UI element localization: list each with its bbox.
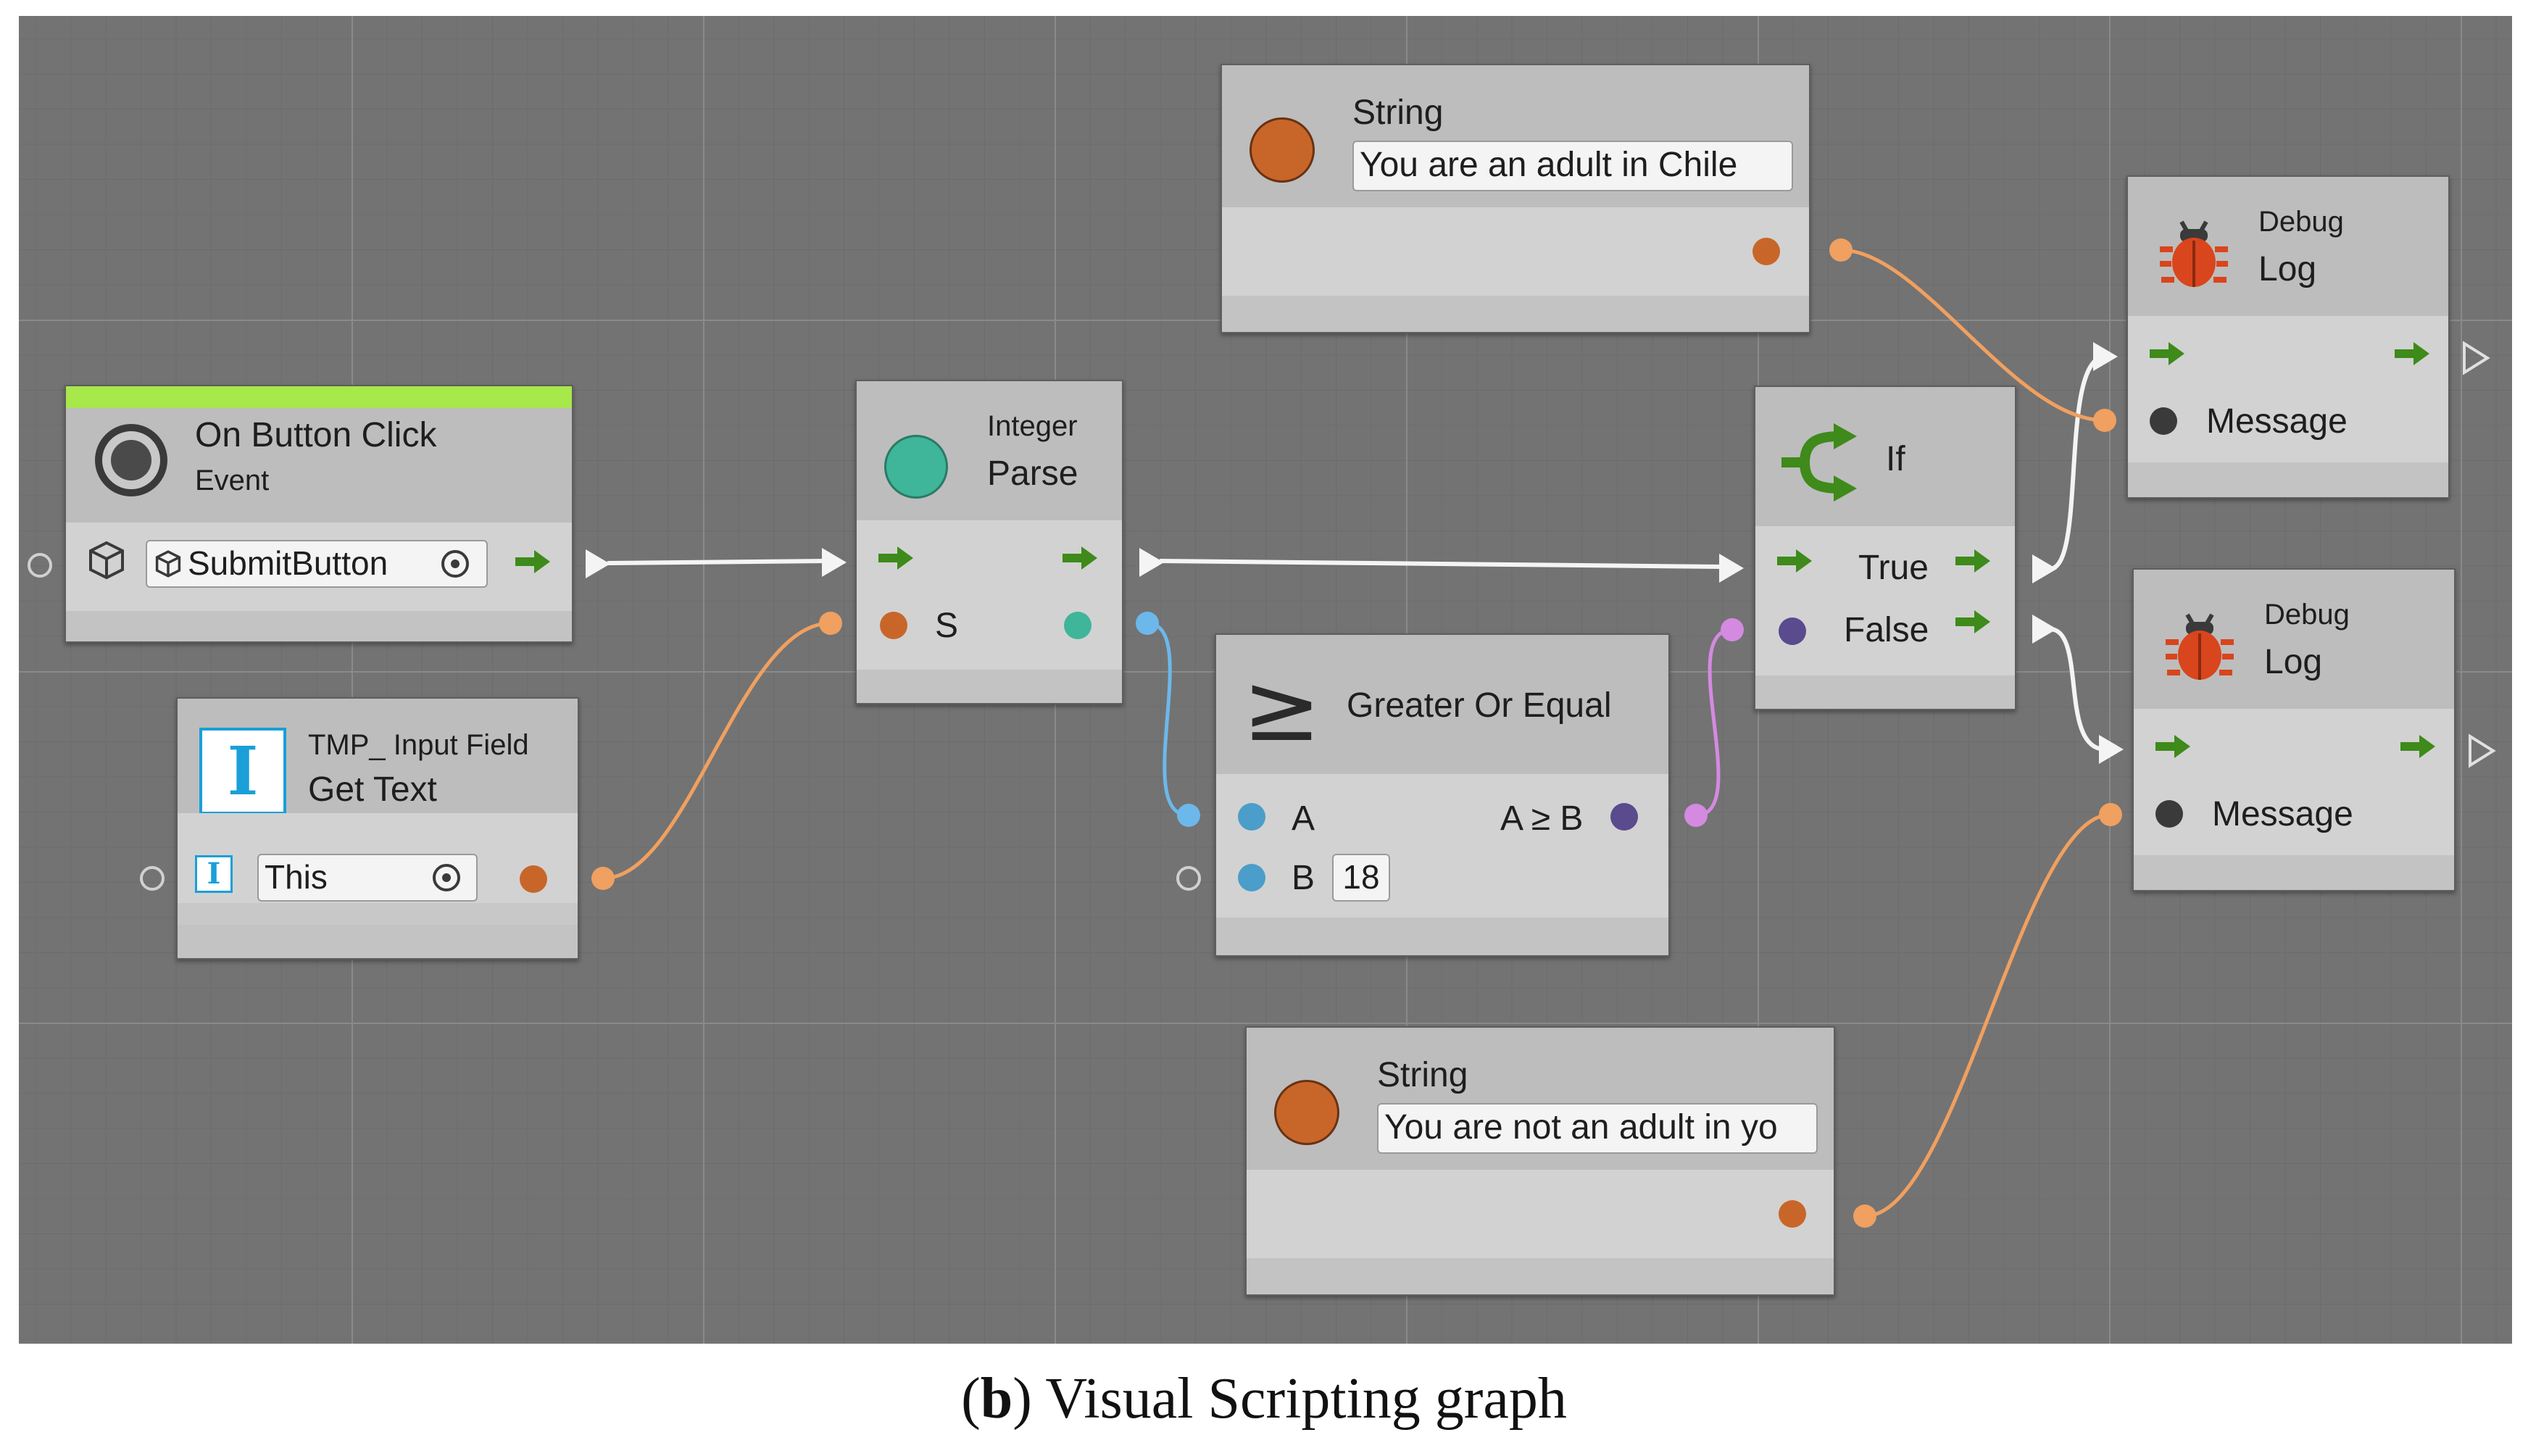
small-cube-icon: [153, 549, 183, 579]
string-value-field[interactable]: You are not an adult in yo: [1377, 1103, 1818, 1154]
bug-icon: [2154, 212, 2234, 291]
object-picker-icon[interactable]: [441, 550, 469, 578]
output-label: A ≥ B: [1500, 799, 1584, 838]
flow-output-arrow-icon[interactable]: [2398, 733, 2438, 760]
message-label: Message: [2212, 795, 2353, 833]
string-type-icon: [1274, 1080, 1339, 1145]
node-title: Parse: [987, 454, 1078, 493]
integer-type-icon: [884, 435, 948, 499]
node-title: Log: [2264, 643, 2323, 681]
debug-log-node-bottom[interactable]: Debug Log Message: [2132, 568, 2456, 891]
debug-log-node-top[interactable]: Debug Log Message: [2126, 175, 2450, 499]
input-field-small-icon: I: [195, 855, 233, 893]
b-value-field[interactable]: 18: [1332, 854, 1390, 902]
integer-input-port-a[interactable]: [1238, 803, 1265, 831]
figure-caption: (b) Visual Scripting graph: [961, 1367, 1567, 1431]
node-category: Debug: [2258, 206, 2344, 238]
string-output-port[interactable]: [1752, 238, 1780, 265]
node-title: If: [1886, 440, 1905, 478]
bug-icon: [2160, 604, 2240, 684]
branch-icon: [1776, 419, 1863, 506]
string-node-bottom[interactable]: String You are not an adult in yo: [1245, 1026, 1835, 1296]
flow-output-arrow-icon[interactable]: [1060, 545, 1100, 571]
integer-input-port-b[interactable]: [1238, 864, 1265, 891]
event-icon: [95, 424, 167, 496]
node-title: Log: [2258, 250, 2317, 288]
flow-output-arrow-icon[interactable]: [2392, 341, 2432, 367]
node-category: Integer: [987, 410, 1078, 442]
greater-or-equal-node[interactable]: ≥ Greater Or Equal A A ≥ B B 18: [1215, 633, 1670, 957]
string-input-port[interactable]: [880, 612, 907, 639]
boolean-input-port[interactable]: [1779, 617, 1806, 645]
object-picker-icon[interactable]: [433, 864, 460, 891]
node-title: String: [1352, 93, 1444, 132]
cube-icon: [85, 538, 128, 582]
string-output-port[interactable]: [520, 865, 547, 893]
flow-output-arrow-icon[interactable]: [512, 549, 553, 575]
boolean-output-port[interactable]: [1610, 803, 1638, 831]
string-output-port[interactable]: [1779, 1200, 1806, 1228]
on-button-click-node[interactable]: On Button Click Event SubmitButton: [65, 385, 573, 643]
string-node-top[interactable]: String You are an adult in Chile: [1221, 64, 1810, 333]
get-text-node[interactable]: I TMP_ Input Field Get Text I This: [176, 697, 579, 960]
if-node[interactable]: If True False: [1754, 386, 2016, 710]
string-value-field[interactable]: You are an adult in Chile: [1352, 141, 1793, 191]
true-label: True: [1858, 549, 1929, 587]
message-input-port[interactable]: [2150, 407, 2177, 435]
input-label-a: A: [1292, 799, 1315, 838]
message-input-port[interactable]: [2155, 800, 2183, 828]
node-title: Greater Or Equal: [1347, 686, 1612, 725]
integer-output-port[interactable]: [1064, 612, 1092, 639]
target-object-field[interactable]: SubmitButton: [146, 540, 488, 588]
flow-input-arrow-icon[interactable]: [2147, 341, 2187, 367]
node-category: Debug: [2264, 599, 2350, 631]
flow-input-arrow-icon[interactable]: [1774, 548, 1815, 574]
true-output-arrow-icon[interactable]: [1953, 548, 1993, 574]
false-output-arrow-icon[interactable]: [1953, 609, 1993, 635]
flow-input-arrow-icon[interactable]: [2153, 733, 2193, 760]
event-accent-bar: [66, 386, 572, 408]
input-label-b: B: [1292, 859, 1315, 897]
flow-input-arrow-icon[interactable]: [876, 545, 916, 571]
string-type-icon: [1250, 117, 1315, 183]
message-label: Message: [2206, 402, 2348, 441]
node-title: Get Text: [308, 770, 437, 809]
greater-or-equal-icon: ≥: [1242, 652, 1321, 762]
false-label: False: [1844, 611, 1929, 649]
node-title: String: [1377, 1056, 1468, 1094]
node-subtitle: Event: [195, 465, 270, 496]
input-field-icon: I: [199, 728, 286, 815]
integer-parse-node[interactable]: Integer Parse S: [855, 380, 1123, 704]
node-category: TMP_ Input Field: [308, 729, 529, 761]
node-title: On Button Click: [195, 416, 437, 454]
input-label: S: [935, 607, 959, 645]
